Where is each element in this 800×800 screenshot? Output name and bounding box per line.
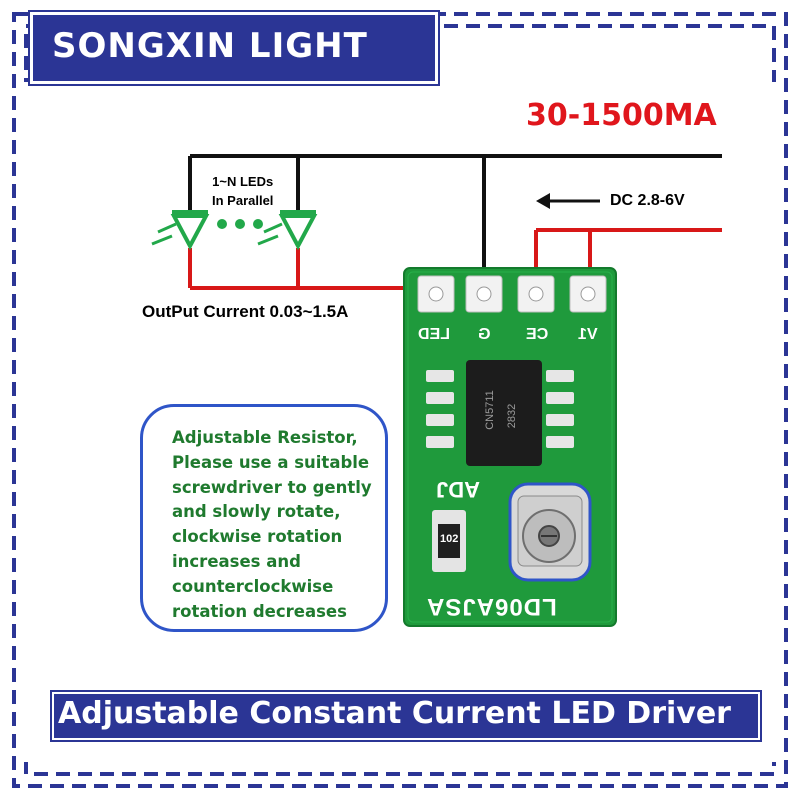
note-line: Adjustable Resistor,: [172, 428, 358, 447]
note-line: screwdriver to gently: [172, 477, 372, 497]
product-title: Adjustable Constant Current LED Driver: [58, 696, 731, 731]
adjustment-note-text: Adjustable Resistor, Please use a suitab…: [172, 426, 372, 624]
pcb-board: [403, 267, 617, 627]
ic-chip: [466, 360, 542, 466]
leds-label-line2: In Parallel: [212, 193, 274, 208]
dc-input-label: DC 2.8-6V: [610, 192, 685, 209]
adjustment-note-box: [140, 404, 388, 632]
ellipsis-dots: [217, 219, 263, 229]
current-range-headline: 30-1500MA: [526, 98, 717, 133]
title-banner: [50, 690, 762, 742]
adj-label: ADJ: [436, 477, 481, 502]
chip-marking-1: CN5711: [483, 390, 496, 430]
note-line: increases and: [172, 551, 301, 571]
led-symbol-left: [151, 210, 210, 251]
chip-marking-2: 2832: [506, 403, 519, 429]
pin-label-g: G: [478, 326, 491, 343]
board-model: LD06AJSA: [426, 593, 557, 620]
pin-label-v1: V1: [578, 326, 598, 343]
led-symbol-right: [257, 210, 318, 251]
resistor-code: 102: [440, 533, 459, 545]
leds-label: 1~N LEDs In Parallel: [212, 172, 273, 210]
note-line: Please use a suitable: [172, 452, 370, 472]
note-line: clockwise rotation: [172, 527, 343, 547]
note-line: rotation decreases: [172, 601, 347, 621]
output-current-label: OutPut Current 0.03~1.5A: [142, 302, 349, 321]
note-line: counterclockwise: [172, 576, 334, 596]
pin-label-ce: CE: [526, 326, 549, 343]
leds-label-line1: 1~N LEDs: [212, 174, 274, 189]
note-line: and slowly rotate,: [172, 502, 341, 522]
potentiometer: [508, 482, 592, 582]
brand-banner: [28, 10, 440, 86]
brand-name: SONGXIN LIGHT: [52, 26, 368, 66]
pin-label-led: LED: [418, 326, 450, 343]
